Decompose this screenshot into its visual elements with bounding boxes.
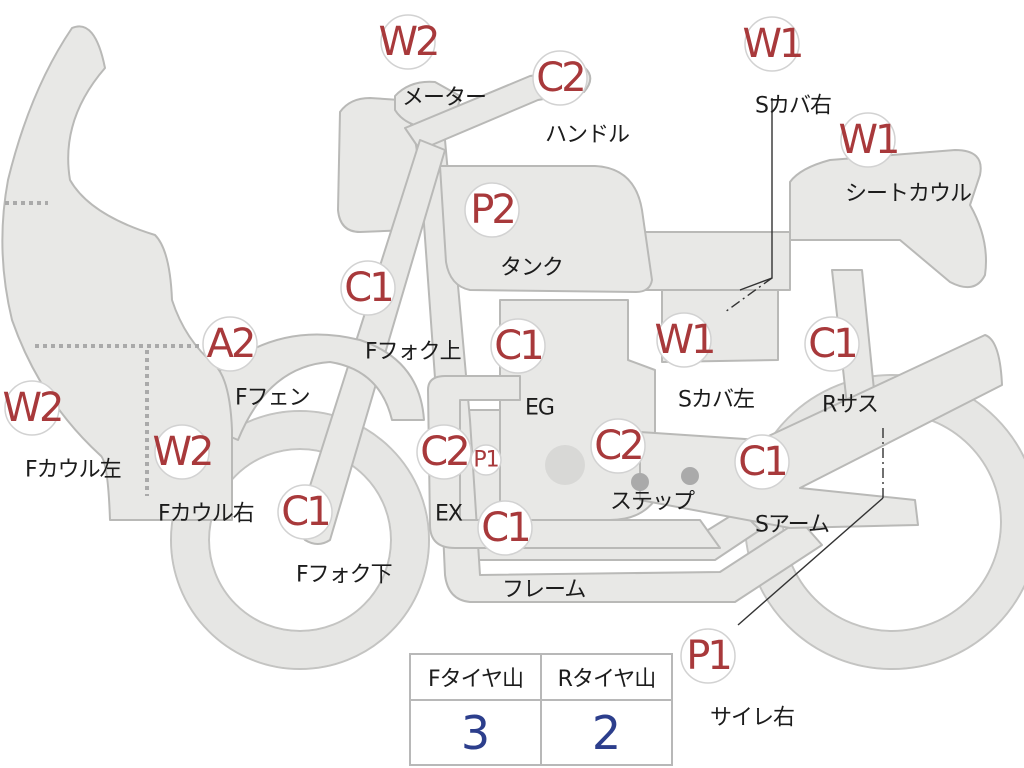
cowl-right-grade: W2 [153, 429, 212, 475]
tire-tread-table: Fタイヤ山 Rタイヤ山 3 2 [409, 653, 673, 766]
side-cover-left-grade: W1 [655, 317, 714, 363]
frame-grade: C1 [481, 505, 528, 551]
cowl-right-label: Fカウル右 [158, 502, 254, 527]
rear-tire-header: Rタイヤ山 [540, 653, 673, 701]
engine-grade: C1 [494, 323, 541, 369]
side-cover-right-grade-circle [744, 16, 800, 72]
exhaust-label: EX [435, 502, 463, 527]
seat-cowl-label: シートカウル [845, 182, 971, 207]
tank-grade-circle [464, 182, 520, 238]
swing-arm-shape [639, 334, 1003, 529]
front-fender-shape [214, 333, 425, 441]
frame-grade-circle [477, 500, 533, 556]
frame-main-shape [417, 139, 823, 603]
step-peg [681, 467, 699, 485]
front-tire-value: 3 [409, 699, 542, 766]
tank-grade: P2 [470, 187, 514, 233]
seat-cowl-grade: W1 [839, 117, 898, 163]
rear-suspension-label: Rサス [822, 393, 878, 418]
front-fork-lower-label: Fフォク下 [296, 563, 392, 588]
front-fork-lower-grade-circle [277, 484, 333, 540]
meter-grade-circle [380, 14, 436, 70]
muffler-right-grade: P1 [686, 633, 730, 679]
tire-table-header-row: Fタイヤ山 Rタイヤ山 [409, 653, 673, 701]
front-fork-upper-grade-circle [340, 260, 396, 316]
front-fork-lower-grade: C1 [281, 489, 328, 535]
front-fender-grade: A2 [207, 321, 254, 367]
frame-label: フレーム [502, 578, 585, 603]
leader-line [724, 277, 773, 313]
front-tire-header: Fタイヤ山 [409, 653, 542, 701]
front-fender-grade-circle [202, 316, 258, 372]
handle-grade-circle [532, 50, 588, 106]
exhaust-grade: C2 [420, 429, 467, 475]
tire-table-value-row: 3 2 [409, 699, 673, 766]
engine-cover [545, 445, 585, 485]
cowl-left-grade: W2 [3, 385, 62, 431]
front-fork-upper-label: Fフォク上 [365, 340, 461, 365]
cowl-right-grade-circle [154, 424, 210, 480]
tank-label: タンク [500, 256, 563, 281]
engine-grade-circle [490, 318, 546, 374]
leader-line [737, 497, 884, 626]
front-cowl-shape [1, 25, 233, 521]
meter-label: メーター [402, 86, 486, 111]
step-grade: C2 [594, 423, 641, 469]
exhaust-extra-grade-circle [470, 444, 502, 476]
side-cover-left-label: Sカバ左 [678, 388, 754, 413]
handle-grade: C2 [536, 55, 583, 101]
swing-arm-label: Sアーム [755, 513, 829, 538]
rear-tire-value: 2 [540, 699, 673, 766]
front-fork-shape [295, 139, 446, 545]
meter-grade: W2 [379, 19, 438, 65]
side-cover-left-grade-circle [656, 312, 712, 368]
seat-cowl-grade-circle [840, 112, 896, 168]
front-fender-label: Fフェン [235, 386, 310, 411]
exhaust-shape [427, 375, 721, 549]
handle-label: ハンドル [545, 123, 629, 148]
step-label: ステップ [610, 490, 695, 515]
rear-suspension-grade-circle [804, 316, 860, 372]
step-peg [631, 473, 649, 491]
front-wheel [170, 410, 430, 670]
engine-label: EG [525, 396, 554, 421]
seat-cowl-shape [789, 149, 987, 289]
cowl-left-label: Fカウル左 [25, 458, 121, 483]
cowl-left-grade-circle [4, 380, 60, 436]
side-cover-right-grade: W1 [743, 21, 802, 67]
muffler-right-label: サイレ右 [710, 706, 794, 731]
exhaust-grade-circle [416, 424, 472, 480]
swing-arm-grade-circle [734, 434, 790, 490]
step-grade-circle [590, 418, 646, 474]
rear-suspension-grade: C1 [808, 321, 855, 367]
exhaust-extra-grade: P1 [473, 448, 498, 473]
swing-arm-grade: C1 [738, 439, 785, 485]
muffler-right-grade-circle [680, 628, 736, 684]
front-fork-upper-grade: C1 [344, 265, 391, 311]
side-cover-right-label: Sカバ右 [755, 94, 831, 119]
